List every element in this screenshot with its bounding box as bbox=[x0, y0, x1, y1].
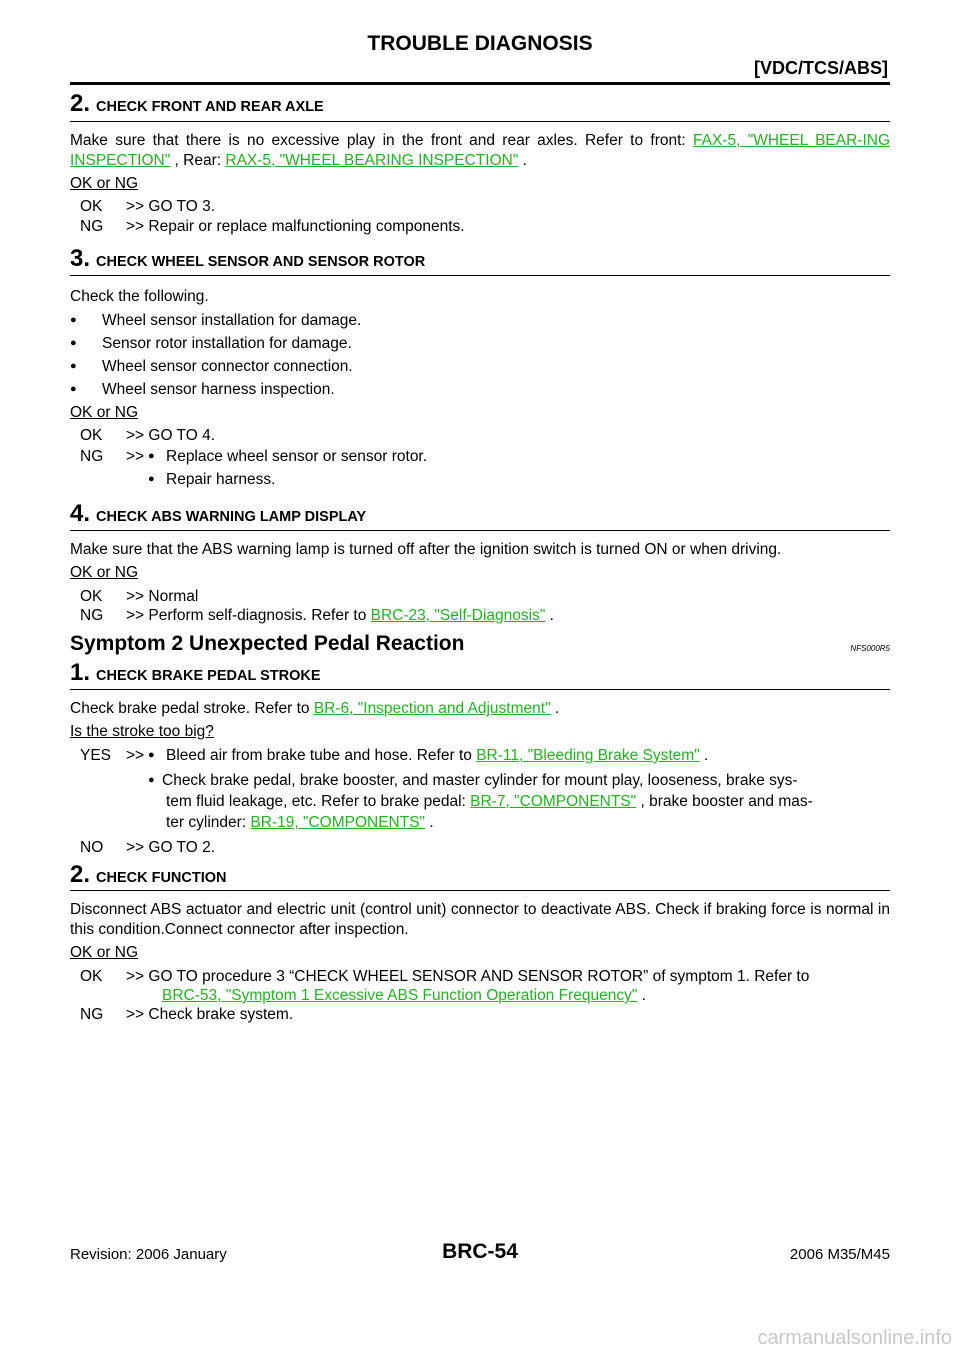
step-number: 1. bbox=[70, 659, 91, 686]
bullet-icon: ● bbox=[70, 337, 77, 349]
page-subtitle: [VDC/TCS/ABS] bbox=[754, 58, 888, 78]
step-rule bbox=[70, 275, 890, 276]
bullet-icon: ● bbox=[148, 450, 155, 462]
step-text: Make sure that the ABS warning lamp is t… bbox=[70, 541, 782, 558]
ref-link[interactable]: BR-7, "COMPONENTS" bbox=[470, 793, 637, 810]
step-title: CHECK WHEEL SENSOR AND SENSOR ROTOR bbox=[96, 254, 426, 270]
watermark: carmanualsonline.info bbox=[757, 1327, 952, 1349]
bullet-item-cont: tem fluid leakage, etc. Refer to brake p… bbox=[166, 793, 813, 810]
page-number: BRC-54 bbox=[442, 1240, 518, 1263]
step-rule bbox=[70, 689, 890, 690]
step-rule bbox=[70, 121, 890, 122]
question: OK or NG bbox=[70, 404, 139, 421]
bullet-item: ●Repair harness. bbox=[148, 471, 276, 488]
ref-link[interactable]: BR-11, "Bleeding Brake System" bbox=[476, 747, 700, 764]
bullet-item: ●Wheel sensor harness inspection. bbox=[70, 381, 335, 398]
bullet-item: ●Wheel sensor connector connection. bbox=[70, 358, 353, 375]
step-rule bbox=[70, 530, 890, 531]
step-heading: 1. CHECK BRAKE PEDAL STROKE bbox=[70, 659, 321, 687]
ref-link[interactable]: BR-19, "COMPONENTS" bbox=[250, 814, 426, 831]
result-ng: NG>>●Replace wheel sensor or sensor roto… bbox=[80, 448, 428, 465]
step-heading: 2. CHECK FRONT AND REAR AXLE bbox=[70, 90, 324, 118]
result-ok: OK>> Normal bbox=[80, 588, 199, 605]
bullet-item-cont: ter cylinder: BR-19, "COMPONENTS" . bbox=[166, 814, 434, 831]
model-text: 2006 M35/M45 bbox=[789, 1246, 890, 1263]
step-title: CHECK FRONT AND REAR AXLE bbox=[96, 99, 324, 115]
section-title: Symptom 2 Unexpected Pedal Reaction bbox=[70, 632, 465, 655]
bullet-icon: ● bbox=[148, 774, 155, 786]
header-rule bbox=[70, 82, 890, 85]
ref-link[interactable]: BR-6, "Inspection and Adjustment" bbox=[313, 700, 551, 717]
ref-link[interactable]: FAX-5, "WHEEL BEAR-ING INSPECTION" bbox=[70, 132, 891, 169]
revision-text: Revision: 2006 January bbox=[70, 1246, 227, 1263]
result-ok: OK>> GO TO 4. bbox=[80, 427, 216, 444]
page-title: TROUBLE DIAGNOSIS bbox=[367, 32, 593, 55]
result-ok-cont: BRC-53, "Symptom 1 Excessive ABS Functio… bbox=[162, 987, 646, 1004]
step-heading: 4. CHECK ABS WARNING LAMP DISPLAY bbox=[70, 500, 366, 528]
step-text: Disconnect ABS actuator and electric uni… bbox=[70, 901, 890, 938]
step-title: CHECK ABS WARNING LAMP DISPLAY bbox=[96, 509, 367, 525]
step-number: 2. bbox=[70, 861, 91, 888]
question: OK or NG bbox=[70, 175, 139, 192]
step-number: 4. bbox=[70, 500, 91, 527]
bullet-icon: ● bbox=[70, 314, 77, 326]
bullet-icon: ● bbox=[148, 749, 155, 761]
result-ng: NG>> Repair or replace malfunctioning co… bbox=[80, 218, 465, 235]
section-code: NFS000R5 bbox=[850, 644, 890, 653]
result-ok: OK>> GO TO procedure 3 “CHECK WHEEL SENS… bbox=[80, 968, 810, 985]
bullet-icon: ● bbox=[148, 473, 155, 485]
step-number: 2. bbox=[70, 90, 91, 117]
bullet-icon: ● bbox=[70, 383, 77, 395]
question: OK or NG bbox=[70, 564, 139, 581]
step-rule bbox=[70, 890, 890, 891]
ref-link[interactable]: RAX-5, "WHEEL BEARING INSPECTION" bbox=[225, 152, 519, 169]
step-heading: 3. CHECK WHEEL SENSOR AND SENSOR ROTOR bbox=[70, 245, 425, 273]
result-ng: NG>> Perform self-diagnosis. Refer to BR… bbox=[80, 607, 554, 624]
question: OK or NG bbox=[70, 944, 139, 961]
bullet-item: ●Wheel sensor installation for damage. bbox=[70, 312, 362, 329]
result-ng: NG>> Check brake system. bbox=[80, 1006, 294, 1023]
bullet-item: ●Sensor rotor installation for damage. bbox=[70, 335, 352, 352]
result-ok: OK>> GO TO 3. bbox=[80, 198, 216, 215]
result-no: NO>> GO TO 2. bbox=[80, 839, 216, 856]
ref-link[interactable]: BRC-53, "Symptom 1 Excessive ABS Functio… bbox=[162, 987, 638, 1004]
step-title: CHECK BRAKE PEDAL STROKE bbox=[96, 668, 321, 684]
bullet-item: Check brake pedal, brake booster, and ma… bbox=[162, 772, 798, 789]
step-number: 3. bbox=[70, 245, 91, 272]
step-text: Make sure that there is no excessive pla… bbox=[70, 132, 891, 169]
step-heading: 2. CHECK FUNCTION bbox=[70, 861, 227, 889]
step-text: Check brake pedal stroke. Refer to BR-6,… bbox=[70, 700, 560, 717]
step-text: Check the following. bbox=[70, 288, 209, 305]
bullet-icon: ● bbox=[70, 360, 77, 372]
step-title: CHECK FUNCTION bbox=[96, 870, 227, 886]
ref-link[interactable]: BRC-23, "Self-Diagnosis" bbox=[370, 607, 546, 624]
question: Is the stroke too big? bbox=[70, 723, 214, 740]
result-yes: YES>>●Bleed air from brake tube and hose… bbox=[80, 747, 709, 764]
